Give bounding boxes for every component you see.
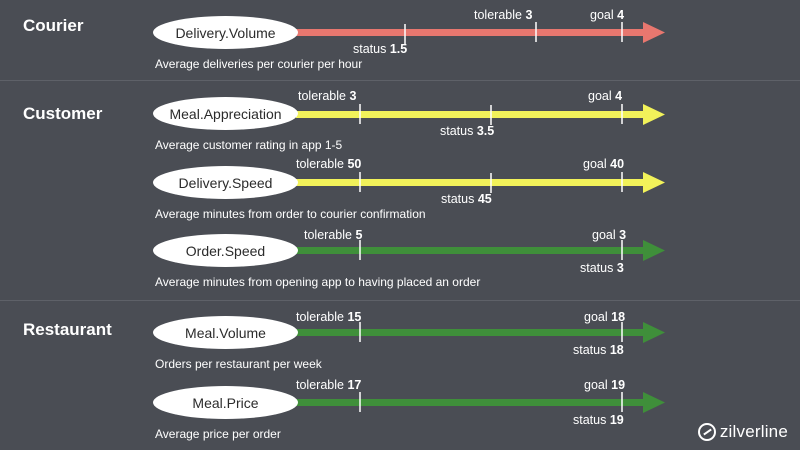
- logo-text: zilverline: [719, 422, 788, 441]
- section-divider: [0, 80, 800, 81]
- status-label: status 3: [580, 261, 624, 275]
- zilverline-logo: zilverline: [697, 422, 788, 442]
- metric-arrow-meal-price: [296, 392, 665, 413]
- metric-arrow-meal-appreciation: [296, 104, 665, 125]
- goal-label: goal 19: [584, 378, 626, 392]
- metric-name-meal-volume: Meal.Volume: [153, 316, 298, 349]
- status-label: status 3.5: [440, 124, 495, 138]
- arrow-head: [643, 104, 665, 125]
- section-title-customer: Customer: [23, 104, 103, 123]
- tolerable-label: tolerable 17: [296, 378, 362, 392]
- metric-name-meal-price: Meal.Price: [153, 386, 298, 419]
- status-label: status 1.5: [353, 42, 408, 56]
- goal-label: goal 3: [592, 228, 627, 242]
- arrow-head: [643, 22, 665, 43]
- metric-name-meal-appreciation: Meal.Appreciation: [153, 97, 298, 130]
- arrow-head: [643, 392, 665, 413]
- arrow-shaft: [296, 399, 644, 406]
- metric-description: Orders per restaurant per week: [155, 357, 322, 371]
- metric-description: Average deliveries per courier per hour: [155, 57, 363, 71]
- tolerable-label: tolerable 5: [304, 228, 363, 242]
- arrow-shaft: [296, 111, 644, 118]
- arrow-shaft: [296, 329, 644, 336]
- metric-description: Average price per order: [155, 427, 281, 441]
- arrow-head: [643, 322, 665, 343]
- status-label: status 18: [573, 343, 624, 357]
- metric-name-delivery-volume: Delivery.Volume: [153, 16, 298, 49]
- arrow-shaft: [296, 179, 644, 186]
- section-divider: [0, 300, 800, 301]
- status-label: status 19: [573, 413, 624, 427]
- section-title-courier: Courier: [23, 16, 84, 35]
- metric-arrow-delivery-speed: [296, 172, 665, 193]
- arrow-shaft: [296, 247, 644, 254]
- tolerable-label: tolerable 3: [298, 89, 357, 103]
- goal-label: goal 18: [584, 310, 626, 324]
- metric-name-order-speed: Order.Speed: [153, 234, 298, 267]
- goal-label: goal 4: [590, 8, 625, 22]
- metric-arrow-delivery-volume: [296, 22, 665, 44]
- section-title-restaurant: Restaurant: [23, 320, 112, 339]
- arrow-shaft: [296, 29, 644, 36]
- arrow-head: [643, 240, 665, 261]
- metric-description: Average minutes from order to courier co…: [155, 207, 426, 221]
- metric-description: Average minutes from opening app to havi…: [155, 275, 481, 289]
- tolerable-label: tolerable 50: [296, 157, 362, 171]
- tolerable-label: tolerable 3: [474, 8, 533, 22]
- metric-arrow-order-speed: [296, 240, 665, 261]
- status-label: status 45: [441, 192, 492, 206]
- goal-label: goal 4: [588, 89, 623, 103]
- metric-description: Average customer rating in app 1-5: [155, 138, 343, 152]
- tolerable-label: tolerable 15: [296, 310, 362, 324]
- zilverline-logo-icon: [697, 423, 716, 441]
- goal-label: goal 40: [583, 157, 625, 171]
- arrow-head: [643, 172, 665, 193]
- metric-name-delivery-speed: Delivery.Speed: [153, 166, 298, 199]
- metric-arrow-meal-volume: [296, 322, 665, 343]
